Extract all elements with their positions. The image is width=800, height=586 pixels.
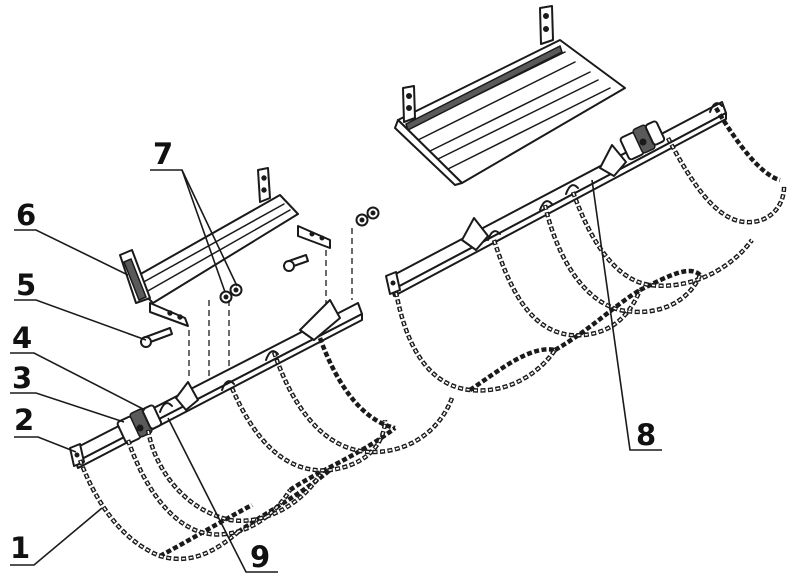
callout-9: 9	[250, 540, 270, 574]
leader-lines	[10, 169, 662, 573]
callout-4: 4	[12, 321, 32, 355]
bearing-assembly-left	[116, 404, 163, 445]
upper-cover-plate	[394, 5, 626, 186]
chains-left	[77, 337, 455, 562]
assembly-dashed-lines	[188, 228, 353, 383]
callout-1: 1	[10, 531, 30, 565]
callout-2: 2	[14, 403, 34, 437]
long-beam	[69, 299, 363, 469]
callout-6: 6	[16, 198, 36, 232]
callout-5: 5	[16, 268, 36, 302]
fasteners	[140, 206, 380, 348]
callout-7: 7	[153, 137, 173, 171]
callout-3: 3	[12, 361, 32, 395]
bearing-assembly-right	[619, 120, 666, 161]
lower-cover-plate	[119, 167, 331, 327]
callout-8: 8	[636, 418, 656, 452]
callout-labels: 1 2 3 4 5 6 7 8 9	[10, 137, 656, 574]
chains-right	[393, 106, 787, 393]
